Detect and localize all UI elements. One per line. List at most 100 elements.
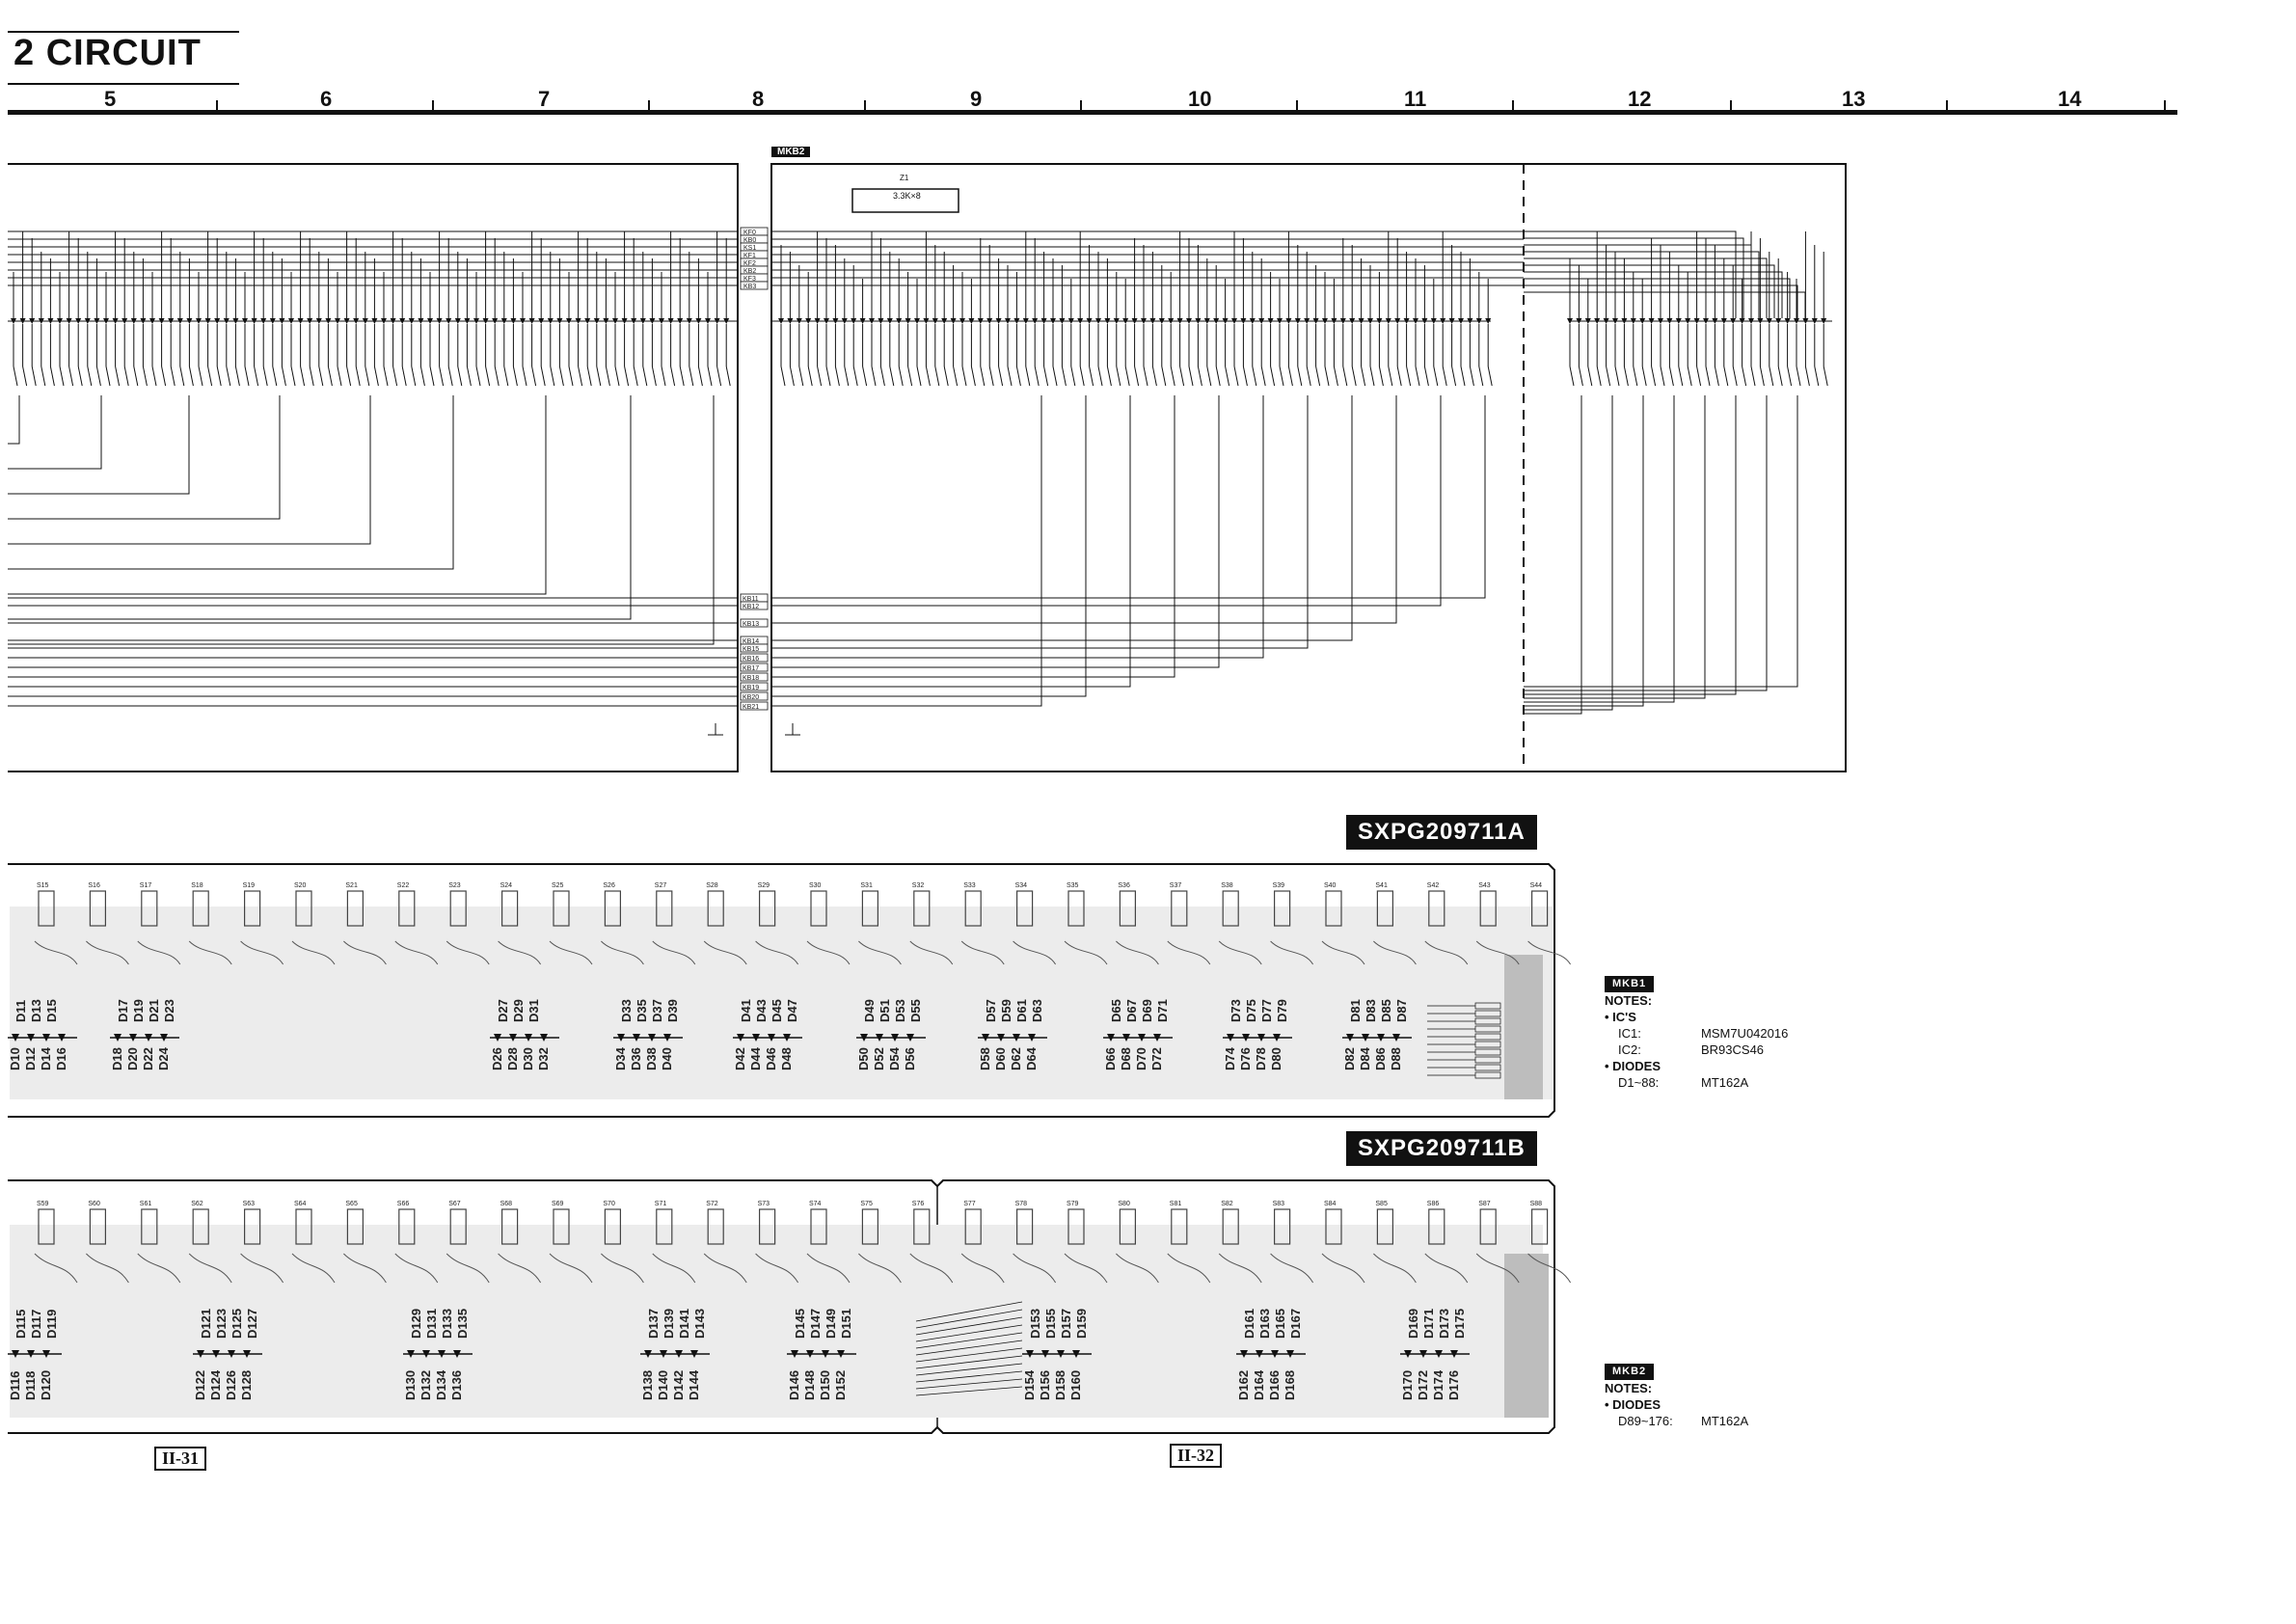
diode-label: D20 xyxy=(125,1047,140,1070)
switch-label: S77 xyxy=(963,1201,976,1207)
switch-label: S69 xyxy=(552,1201,564,1207)
switch-label: S88 xyxy=(1530,1201,1543,1207)
diode-label: D155 xyxy=(1043,1309,1058,1339)
column-tick xyxy=(216,100,218,112)
diode-label: D59 xyxy=(999,999,1013,1022)
switch-label: S86 xyxy=(1427,1201,1440,1207)
switch-label: S85 xyxy=(1375,1201,1388,1207)
ic2-value: BR93CS46 xyxy=(1701,1042,1765,1057)
page-title: 2 CIRCUIT xyxy=(14,33,202,73)
switch-label: S25 xyxy=(552,882,564,889)
diode-label: D149 xyxy=(824,1309,838,1339)
diode-label: D126 xyxy=(224,1370,238,1400)
diode-label: D54 xyxy=(887,1046,902,1070)
column-label-9: 9 xyxy=(970,87,983,111)
switch-label: S75 xyxy=(860,1201,873,1207)
switch-label: S21 xyxy=(345,882,358,889)
diode-label: D46 xyxy=(764,1047,778,1070)
column-tick xyxy=(1080,100,1082,112)
diode-label: D139 xyxy=(662,1309,676,1339)
diode-label: D53 xyxy=(893,999,907,1022)
diode-label: D172 xyxy=(1416,1370,1430,1400)
title-rule-top xyxy=(8,31,239,33)
switch-label: S36 xyxy=(1118,882,1130,889)
ics-heading: • IC'S xyxy=(1605,1010,1636,1024)
diode-label: D146 xyxy=(787,1370,801,1400)
diode-label: D10 xyxy=(8,1047,22,1070)
diode-label: D173 xyxy=(1437,1309,1451,1339)
switch-label: S83 xyxy=(1273,1201,1285,1207)
diode-label: D167 xyxy=(1288,1309,1303,1339)
switch-label: S38 xyxy=(1221,882,1233,889)
switch-label: S41 xyxy=(1375,882,1388,889)
diode-label: D124 xyxy=(208,1369,223,1400)
diode-label: D72 xyxy=(1149,1047,1164,1070)
connector-label: KB19 xyxy=(743,685,759,691)
diode-label: D153 xyxy=(1028,1309,1042,1339)
switch-label: S59 xyxy=(37,1201,49,1207)
switch-label: S73 xyxy=(758,1201,770,1207)
diode-label: D115 xyxy=(14,1310,28,1339)
connector-label: KF3 xyxy=(743,276,756,283)
switch-label: S26 xyxy=(603,882,615,889)
switch-label: S23 xyxy=(448,882,461,889)
column-tick xyxy=(1730,100,1732,112)
diode-label: D120 xyxy=(39,1370,53,1400)
diode-label: D122 xyxy=(193,1370,207,1400)
diode-label: D129 xyxy=(409,1309,423,1339)
diode-label: D121 xyxy=(199,1309,213,1339)
mkb2-tag: MKB2 xyxy=(771,147,811,157)
column-label-12: 12 xyxy=(1628,87,1652,111)
diode-label: D55 xyxy=(908,999,923,1022)
diode-label: D148 xyxy=(802,1370,817,1400)
column-tick xyxy=(1296,100,1298,112)
notes-mkb2: MKB2 NOTES: • DIODES D89~176:MT162A xyxy=(1605,1362,1855,1429)
connector-label: KB20 xyxy=(743,694,759,701)
diode-label: D22 xyxy=(141,1047,155,1070)
diode-label: D151 xyxy=(839,1309,853,1339)
ic1-label: IC1: xyxy=(1618,1026,1641,1041)
diode-label: D23 xyxy=(162,999,176,1022)
diode-label: D12 xyxy=(23,1047,38,1070)
diode-label: D174 xyxy=(1431,1369,1445,1400)
diode-label: D45 xyxy=(770,999,784,1022)
ic2-label: IC2: xyxy=(1618,1042,1641,1057)
diode-label: D84 xyxy=(1358,1046,1372,1070)
board-b-label: SXPG209711B xyxy=(1346,1131,1537,1166)
switch-label: S22 xyxy=(397,882,410,889)
diode-label: D86 xyxy=(1373,1047,1388,1070)
diodes-heading-2: • DIODES xyxy=(1605,1397,1661,1412)
connector-label: KB3 xyxy=(743,284,756,290)
column-label-14: 14 xyxy=(2058,87,2082,111)
notes-mkb1: MKB1 NOTES: • IC'S IC1:MSM7U042016 IC2:B… xyxy=(1605,974,1855,1091)
column-ruler xyxy=(8,110,2177,115)
diode-label: D119 xyxy=(44,1310,59,1339)
switch-label: S27 xyxy=(655,882,667,889)
switch-label: S29 xyxy=(758,882,770,889)
diode-label: D30 xyxy=(521,1047,535,1070)
connector-label: KB0 xyxy=(743,237,756,244)
connector-label: KB2 xyxy=(743,268,756,275)
diode-label: D134 xyxy=(434,1369,448,1400)
diode-label: D145 xyxy=(793,1309,807,1339)
switch-label: S31 xyxy=(860,882,873,889)
column-label-13: 13 xyxy=(1842,87,1866,111)
diode-label: D78 xyxy=(1254,1047,1268,1070)
diode-label: D142 xyxy=(671,1370,686,1400)
connector-label: KF1 xyxy=(743,253,756,259)
diode-label: D159 xyxy=(1074,1309,1089,1339)
diode-label: D21 xyxy=(147,999,161,1022)
diode-label: D41 xyxy=(739,999,753,1022)
connector-label: KB15 xyxy=(743,646,759,653)
switch-label: S72 xyxy=(706,1201,718,1207)
switch-label: S67 xyxy=(448,1201,461,1207)
diode-label: D132 xyxy=(419,1370,433,1400)
diode-label: D42 xyxy=(733,1047,747,1070)
column-label-7: 7 xyxy=(538,87,551,111)
diode-label: D169 xyxy=(1406,1309,1420,1339)
diode-label: D171 xyxy=(1421,1309,1436,1339)
diode-label: D75 xyxy=(1244,999,1258,1022)
column-label-10: 10 xyxy=(1188,87,1212,111)
switch-label: S19 xyxy=(243,882,256,889)
switch-label: S35 xyxy=(1067,882,1079,889)
